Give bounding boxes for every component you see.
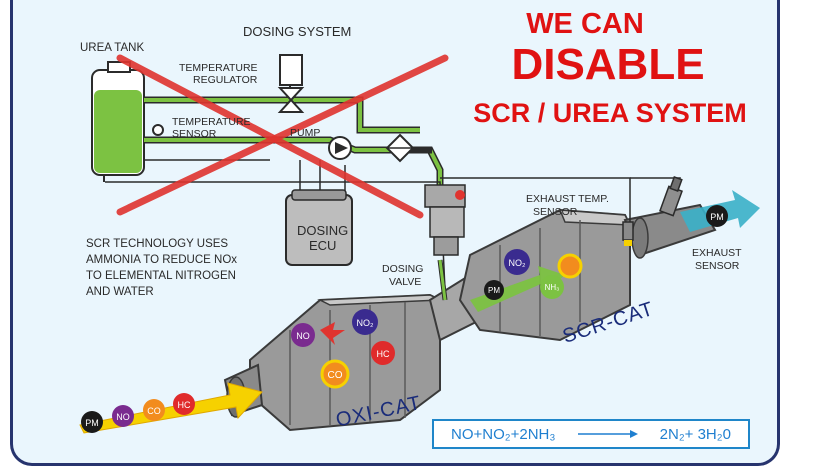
particle-co-oxi: CO [328,370,343,381]
description-line-1: SCR TECHNOLOGY USES [86,238,229,250]
cross-mark-icon [116,54,449,219]
particle-pm-scr: PM [488,286,500,295]
dosing-valve-label-2: VALVE [389,276,422,288]
equation-arrow-icon [577,430,638,438]
temperature-sensor-icon [622,221,634,246]
temperature-sensor-label-2: SENSOR [172,128,217,140]
description-line-3: TO ELEMENTAL NITROGEN [86,270,236,282]
headline-line-3: SCR / UREA SYSTEM [473,98,747,128]
temperature-regulator-label-1: TEMPERATURE [179,62,258,74]
dosing-system-label: DOSING SYSTEM [243,24,352,39]
dosing-ecu-label-2: ECU [309,238,337,253]
urea-tank-icon [91,61,164,182]
temperature-regulator-icon [277,54,305,113]
equation-right: 2N₂+ 3H₂0 [659,425,731,443]
particle-pm-out: PM [710,212,724,222]
exhaust-sensor-label-2: SENSOR [695,260,740,272]
outlet-particles: PM [706,205,728,227]
exhaust-temp-sensor-label-2: SENSOR [533,206,578,218]
exhaust-sensor-label-1: EXHAUST [692,247,742,259]
ecu-icon [285,189,353,266]
particle-pm-in: PM [85,418,99,428]
headline-line-1: WE CAN [526,8,644,40]
description-line-2: AMMONIA TO REDUCE NOx [86,254,238,266]
particle-co-in: CO [147,406,161,416]
filter-icon [385,133,415,163]
exhaust-temp-sensor-label-1: EXHAUST TEMP. [526,193,609,205]
particle-nh3-scr: NH₃ [545,283,560,292]
dosing-valve-icon [424,184,466,256]
equation-left: NO+NO₂+2NH₃ [451,425,556,443]
urea-tank-label: UREA TANK [80,42,145,54]
oxi-particles: NO NO₂ HC CO [291,309,395,389]
particle-no2-scr: NO₂ [509,258,527,268]
temperature-regulator-label-2: REGULATOR [193,74,258,86]
scr-particles: NO₂ PM NH₃ [484,249,583,300]
pump-icon [328,136,352,160]
particle-hc-oxi: HC [377,349,390,359]
chemical-equation: NO+NO₂+2NH₃ 2N₂+ 3H₂0 [432,419,750,449]
particle-no-oxi: NO [296,331,310,341]
green-flow-icon [470,266,565,312]
pump-label: PUMP [290,127,321,139]
dosing-ecu-label-1: DOSING [297,223,349,238]
temperature-sensor-label-1: TEMPERATURE [172,116,251,128]
exhaust-sensor-icon [659,176,683,217]
particle-hc-in: HC [178,400,191,410]
inlet-particles: PM NO CO HC [81,393,195,433]
particle-no-in: NO [116,412,130,422]
description-line-4: AND WATER [86,286,154,298]
dosing-valve-label-1: DOSING [382,263,424,275]
headline-line-2: DISABLE [511,40,705,89]
particle-no2-oxi: NO₂ [357,318,375,328]
